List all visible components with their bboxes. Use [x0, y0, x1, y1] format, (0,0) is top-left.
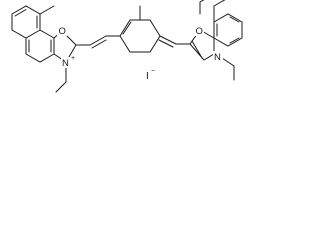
bridge-bond-1 — [89, 35, 107, 46]
left-oxygen-label: O — [59, 26, 66, 37]
right-oxygen-bg — [194, 25, 204, 36]
left-nitrogen-label: N — [62, 58, 69, 69]
right-nitrogen-bg — [213, 51, 223, 62]
right-oxygen-label: O — [196, 26, 203, 37]
left-naphthalene-ring-a — [11, 5, 41, 39]
polymethine-bridge — [89, 5, 191, 53]
right-oxazole-double — [191, 40, 203, 59]
bridge-bond-3 — [159, 35, 177, 45]
right-aromatic-bond-2 — [229, 16, 240, 23]
left-nitrogen-charge: + — [71, 55, 75, 62]
right-naphthalene-top — [199, 0, 205, 15]
right-naphthoxazole — [189, 0, 243, 81]
bridge-bond-3-double — [158, 39, 174, 48]
cyclohexene-ring — [119, 19, 161, 53]
left-nitrogen-bg — [61, 57, 71, 68]
iodide-symbol: I — [146, 71, 149, 82]
iodide-charge: − — [151, 68, 155, 75]
left-naphthalene-ring-b — [39, 5, 55, 15]
chemical-structure-diagram: O N + O N I − — [11, 0, 243, 93]
right-nitrogen-label: N — [214, 52, 221, 63]
right-n-ethyl — [221, 57, 235, 81]
right-naphthalene-ring — [213, 0, 226, 23]
right-benzo-ring — [213, 13, 243, 47]
left-benzo-ring — [25, 29, 55, 63]
cyclohexene-double-bond — [122, 21, 132, 35]
right-aromatic-bond-3 — [229, 37, 240, 44]
left-oxygen-bg — [57, 25, 67, 36]
bridge-bond-1-double — [91, 39, 107, 49]
left-n-ethyl — [55, 67, 67, 93]
left-aromatic-bond-1 — [14, 9, 27, 17]
left-naphthoxazolium — [11, 5, 91, 93]
